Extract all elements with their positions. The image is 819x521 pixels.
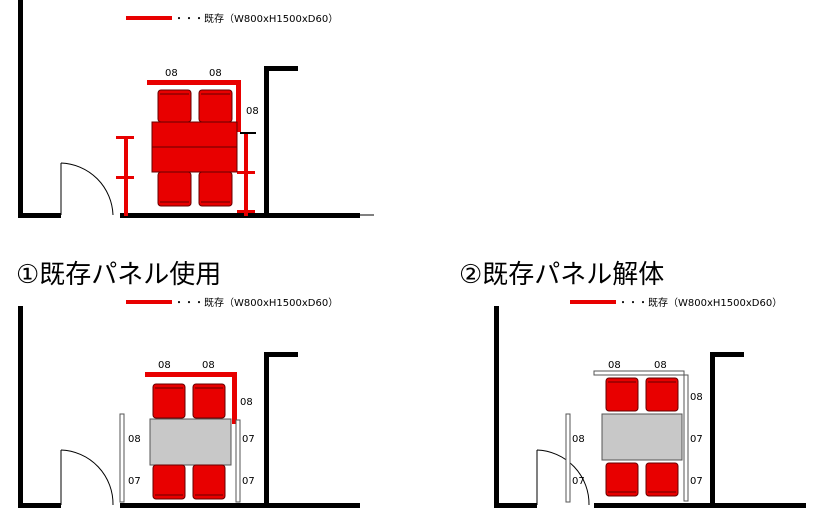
chair <box>198 89 233 123</box>
chair <box>645 377 679 412</box>
door-swing <box>60 162 114 216</box>
new-panels <box>119 413 241 503</box>
chair <box>152 383 186 419</box>
top-layout-plan: ・・・既存（W800xH1500xD60） <box>18 0 374 218</box>
table <box>149 418 232 466</box>
option-2-title: ②既存パネル解体 <box>459 260 664 290</box>
panel-label-07: 07 <box>690 434 703 445</box>
chair <box>198 171 233 207</box>
door-swing <box>60 449 114 506</box>
panel-label-08: 08 <box>654 360 667 371</box>
panel-label-08: 08 <box>165 68 178 79</box>
legend-swatch <box>126 16 172 20</box>
panel-label-07: 07 <box>690 476 703 487</box>
legend-text: ・・・既存（W800xH1500xD60） <box>174 12 338 25</box>
chair <box>192 464 226 500</box>
legend-text: ・・・既存（W800xH1500xD60） <box>174 296 338 309</box>
new-panels <box>565 370 689 503</box>
door-swing <box>536 449 590 506</box>
chair <box>157 171 192 207</box>
option-1-title: ①既存パネル使用 <box>16 260 221 290</box>
chair <box>605 462 639 497</box>
panel-label-08: 08 <box>202 360 215 371</box>
existing-panels <box>116 80 256 216</box>
existing-panels <box>145 372 237 424</box>
table-set <box>151 89 238 207</box>
panel-label-08: 08 <box>608 360 621 371</box>
legend-text: ・・・既存（W800xH1500xD60） <box>618 296 782 309</box>
panel-label-08: 08 <box>240 397 253 408</box>
chair <box>605 377 639 412</box>
chair <box>152 464 186 500</box>
panel-label-07: 07 <box>242 476 255 487</box>
table-set <box>601 377 683 497</box>
panel-label-08: 08 <box>690 392 703 403</box>
table <box>601 413 683 461</box>
panel-label-08: 08 <box>572 434 585 445</box>
option-1-plan: ・・・既存（W800xH1500xD60） <box>18 296 360 508</box>
room-walls <box>18 306 360 508</box>
panel-label-08: 08 <box>158 360 171 371</box>
chair <box>157 89 192 123</box>
panel-label-08: 08 <box>209 68 222 79</box>
panel-label-07: 07 <box>128 476 141 487</box>
room-walls <box>18 0 374 218</box>
chair <box>192 383 226 419</box>
panel-label-07: 07 <box>572 476 585 487</box>
panel-label-08: 08 <box>128 434 141 445</box>
chair <box>645 462 679 497</box>
table-set <box>149 383 232 500</box>
room-walls <box>494 306 806 508</box>
legend-swatch <box>570 300 616 304</box>
panel-label-08: 08 <box>246 106 259 117</box>
legend-swatch <box>126 300 172 304</box>
panel-label-07: 07 <box>242 434 255 445</box>
option-2-plan: ・・・既存（W800xH1500xD60） <box>494 296 806 508</box>
